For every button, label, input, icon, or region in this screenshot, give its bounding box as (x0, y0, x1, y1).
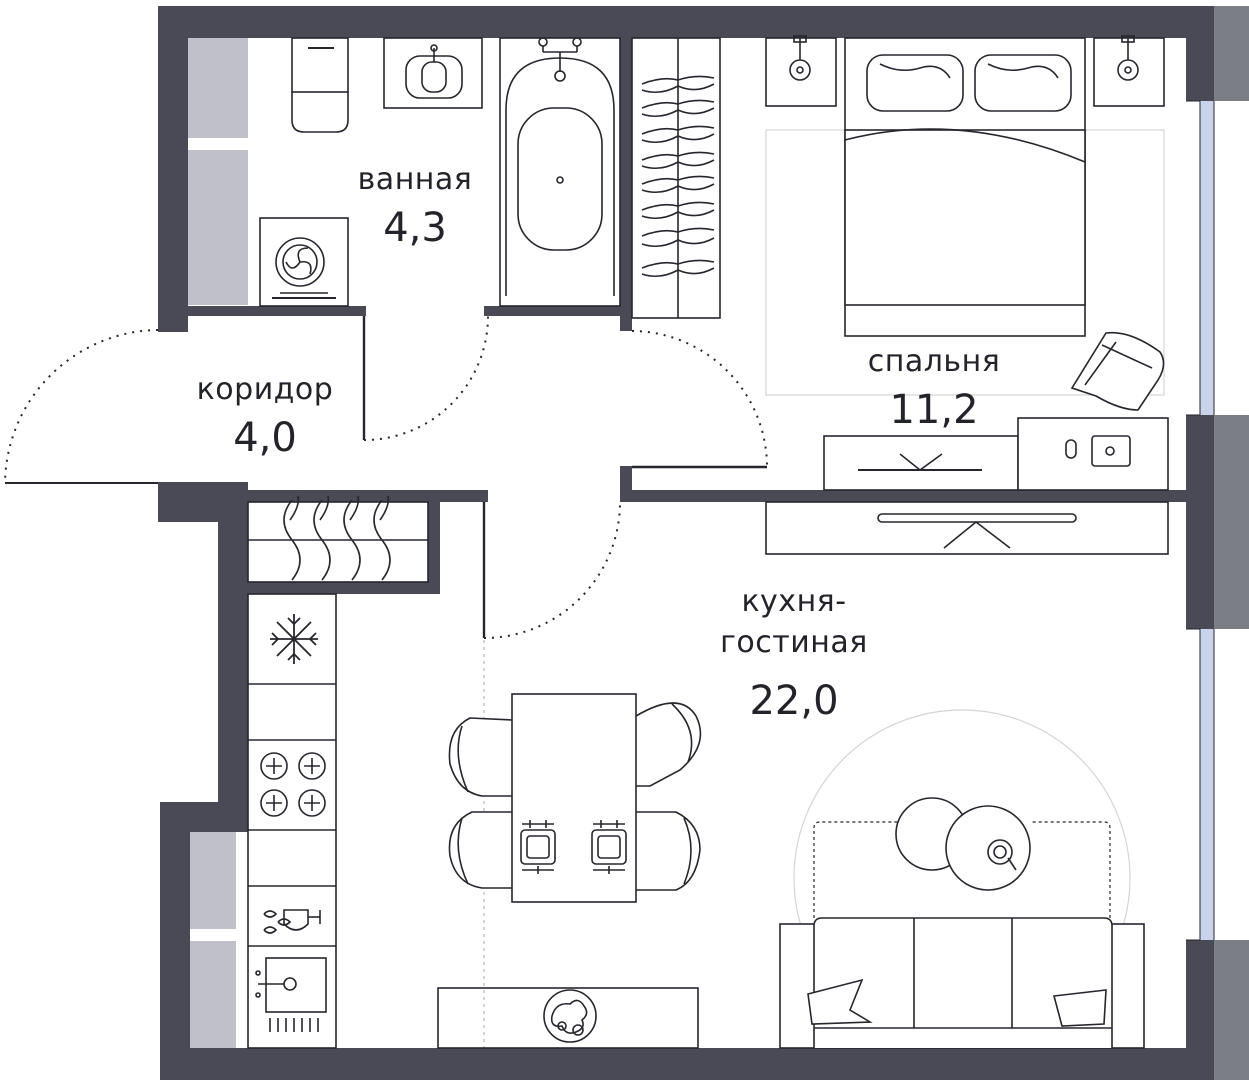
bathroom-name: ванная (357, 162, 473, 197)
door-swings (4, 315, 768, 639)
living-label: кухня- гостиная 22,0 (704, 584, 884, 724)
sideboard (437, 987, 699, 1049)
dishwasher-icon (263, 909, 321, 934)
tv-stand-bedroom (823, 435, 1019, 491)
desk (1017, 417, 1169, 491)
living-name: кухня- (741, 584, 847, 619)
washing-machine (259, 217, 349, 307)
living-name-2: гостиная (720, 625, 868, 660)
living-area: 22,0 (749, 678, 839, 724)
tv-stand-living (765, 501, 1169, 555)
exterior-walls (158, 6, 1214, 1080)
windows (1200, 101, 1214, 940)
bathroom-area: 4,3 (383, 205, 447, 251)
corridor-label: коридор 4,0 (182, 372, 348, 461)
coffee-tables (895, 797, 1031, 891)
kitchen-counter (247, 593, 337, 1049)
washbasin (383, 37, 483, 109)
bathtub (499, 37, 621, 307)
nightstand-left (765, 35, 837, 107)
cooktop (260, 752, 326, 817)
interior-walls (188, 38, 1186, 594)
armchair-bedroom (1070, 331, 1165, 411)
bedroom-wardrobe (631, 37, 721, 319)
nightstand-right (1093, 35, 1165, 107)
sink (255, 957, 327, 1032)
dining-table (511, 693, 637, 903)
bedroom-area: 11,2 (889, 387, 979, 433)
wall-panels (188, 38, 248, 1048)
bed (844, 37, 1086, 337)
corridor-name: коридор (196, 372, 334, 407)
corridor-area: 4,0 (233, 415, 297, 461)
sofa (779, 917, 1145, 1049)
fridge-snowflake-icon (270, 614, 318, 664)
toilet (291, 37, 349, 133)
bathroom-label: ванная 4,3 (350, 162, 480, 251)
dining-chair (448, 702, 702, 891)
facade-sills (1214, 6, 1249, 1080)
corridor-wardrobe (247, 495, 429, 583)
bedroom-label: спальня 11,2 (852, 344, 1016, 433)
bedroom-name: спальня (867, 344, 1001, 379)
